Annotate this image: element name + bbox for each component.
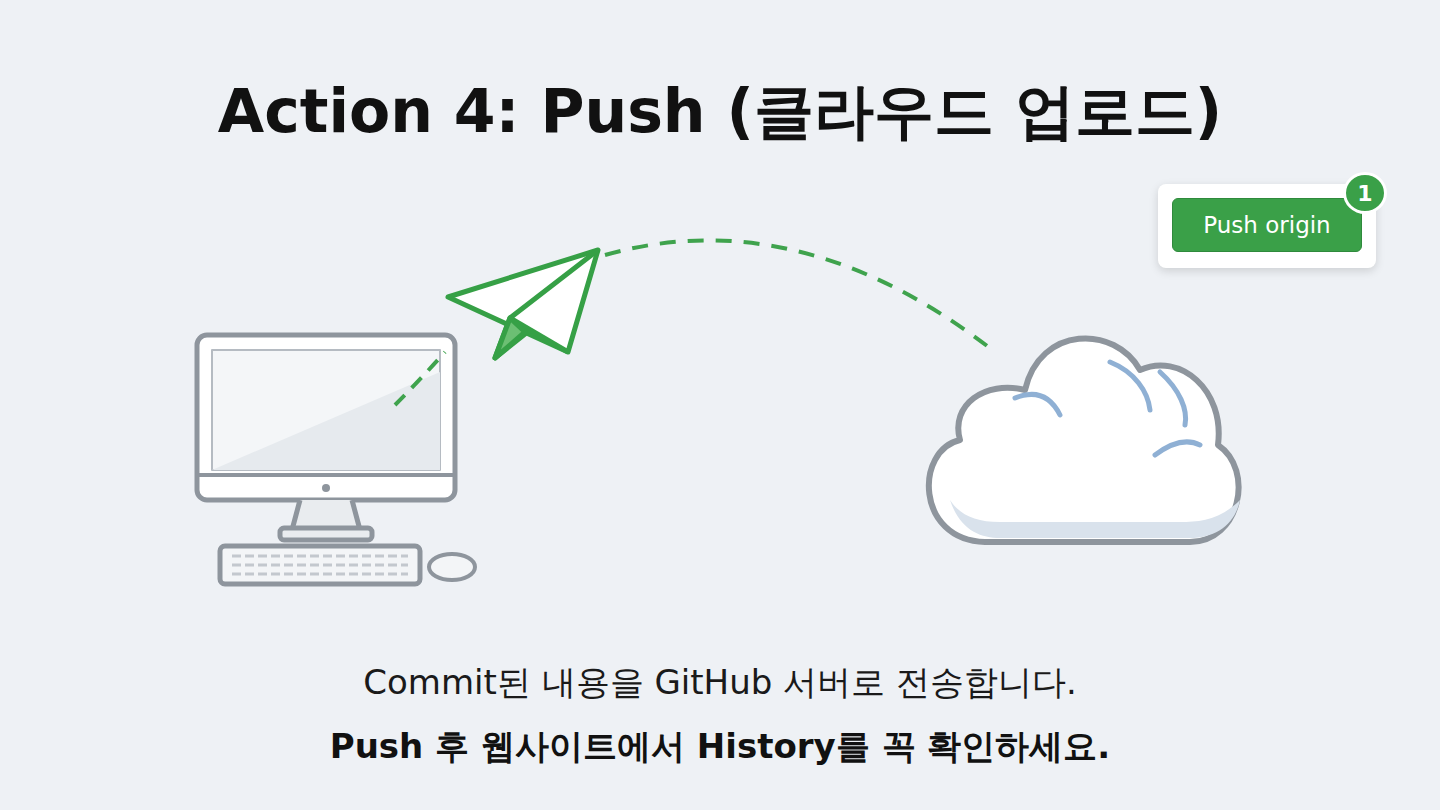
- title: Action 4: Push (클라우드 업로드): [0, 72, 1440, 153]
- cloud-icon: [929, 338, 1240, 542]
- flight-path: [605, 240, 995, 352]
- node-text: 1: [1357, 181, 1372, 206]
- computer-icon: [197, 335, 475, 584]
- paper-plane-icon: [448, 250, 598, 358]
- note-text: Push 후 웹사이트에서 History를 꼭 확인하세요.: [0, 724, 1440, 770]
- callout-badge: 1: [1343, 172, 1387, 214]
- flight-path: [395, 352, 445, 405]
- caption: Commit된 내용을 GitHub 서버로 전송합니다.: [0, 660, 1440, 706]
- node-text: Push origin: [1203, 212, 1330, 238]
- push-button: Push origin: [1172, 198, 1362, 252]
